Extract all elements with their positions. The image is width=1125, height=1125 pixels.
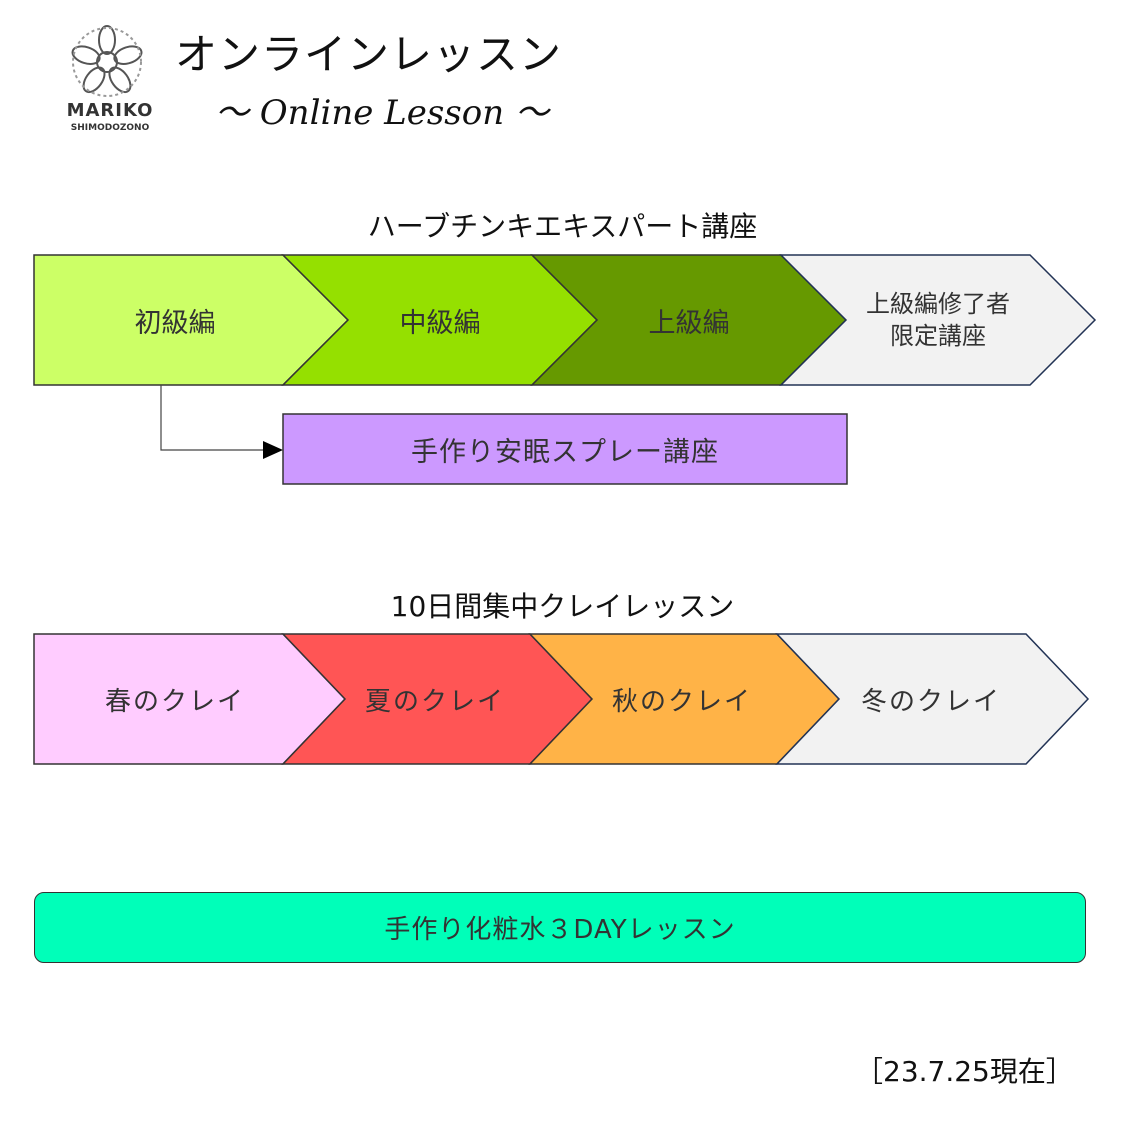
step-graduate-label: 上級編修了者 限定講座 [838,255,1038,385]
brand-logo: MARIKO SHIMODOZONO [60,20,160,140]
step-advanced-label: 上級編 [648,307,730,339]
section-herb-title: ハーブチンキエキスパート講座 [367,210,758,243]
step-graduate-label-line2: 限定講座 [890,322,986,350]
step-autumn-label: 秋のクレイ [611,686,752,717]
logo-name: MARIKO [66,100,154,121]
section-clay-title: 10日間集中クレイレッスン [390,590,735,623]
step-winter-shape [775,633,1090,765]
as-of-date: ［23.7.25現在］ [855,1055,1074,1088]
branch-connector-line [160,385,266,451]
branch-box-shape [282,413,848,485]
page-subtitle: ～ Online Lesson ～ [215,93,549,133]
clay-course-diagram [33,633,1090,765]
toner-lesson-box: 手作り化粧水３DAYレッスン [34,892,1086,963]
herb-course-diagram [33,254,1097,485]
step-graduate-shape [779,254,1097,386]
flower-logo-icon [71,25,143,97]
step-beginner-label: 初級編 [134,307,216,339]
logo-surname: SHIMODOZONO [70,123,150,133]
step-spring-label: 春のクレイ [104,686,245,717]
branch-sleep-spray-label: 手作り安眠スプレー講座 [411,436,719,468]
step-summer-label: 夏のクレイ [364,686,505,717]
step-graduate-label-line1: 上級編修了者 [866,290,1010,318]
step-winter-label: 冬のクレイ [860,686,1001,717]
step-intermediate-label: 中級編 [399,307,481,339]
page-title: オンラインレッスン [175,30,563,79]
branch-arrowhead-icon [263,441,283,459]
